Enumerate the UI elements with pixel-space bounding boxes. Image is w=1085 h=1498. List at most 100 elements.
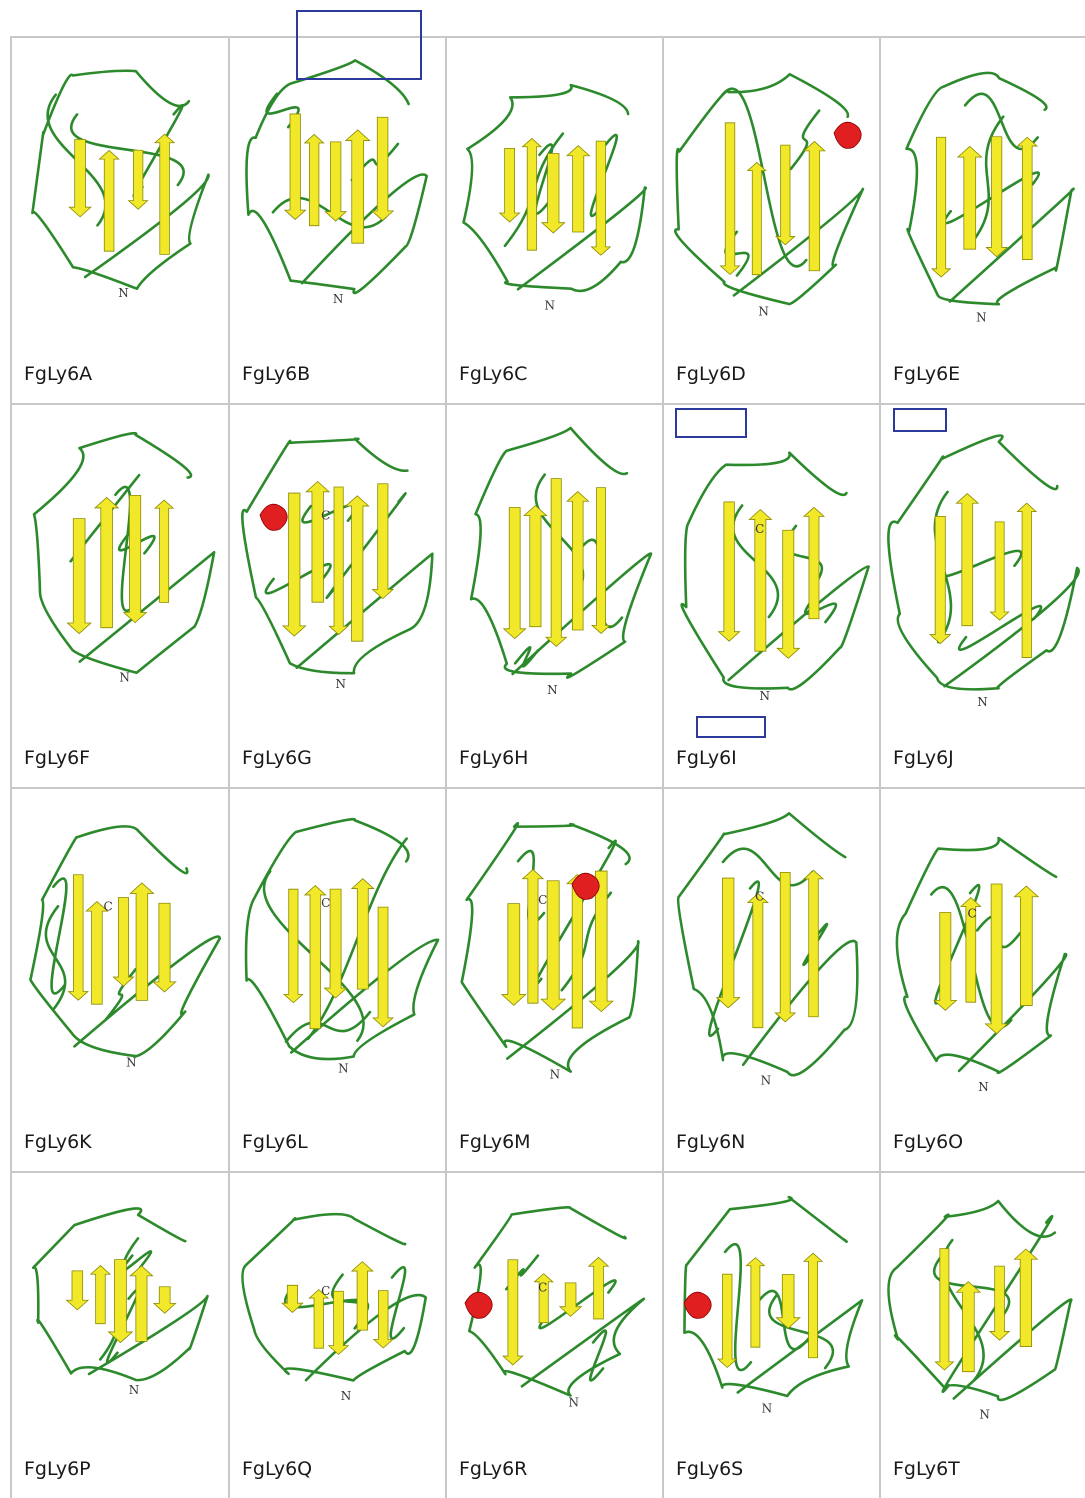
structure-panel: N FgLy6C [445, 36, 662, 403]
structure-panel: NCFgLy6N [662, 787, 879, 1171]
n-terminus-label: N [544, 298, 555, 312]
panel-label: FgLy6A [24, 363, 92, 385]
beta-strand [589, 1257, 609, 1319]
panel-label: FgLy6F [24, 747, 90, 769]
structure-panel: N FgLy6H [445, 403, 662, 787]
c-terminus-label: C [321, 509, 330, 523]
coil-loop [246, 819, 438, 1059]
n-terminus-label: N [762, 1401, 773, 1415]
beta-strand [129, 150, 148, 209]
panel-label: FgLy6L [242, 1131, 308, 1153]
panel-label: FgLy6C [459, 363, 527, 385]
coil-loop [897, 838, 1066, 1073]
n-terminus-label: N [118, 286, 129, 300]
beta-strand [748, 162, 766, 274]
beta-strand [325, 142, 346, 221]
panel-label: FgLy6I [676, 747, 737, 769]
coil-loop [937, 551, 1021, 577]
n-terminus-label: N [341, 1389, 352, 1403]
panel-label: FgLy6M [459, 1131, 531, 1153]
coil-loop [678, 813, 857, 1075]
panel-label: FgLy6N [676, 1131, 745, 1153]
coil-loop [286, 1012, 370, 1042]
structure-panel: N FgLy6A [10, 36, 228, 403]
beta-strand [69, 875, 88, 1000]
n-terminus-label: N [547, 683, 558, 697]
beta-strand [592, 488, 610, 634]
structure-grid: NFgLy6ANFgLy6BNFgLy6CNFgLy6DNFgLy6ENFgLy… [10, 36, 1085, 1498]
beta-strand [986, 884, 1008, 1034]
coil-loop [391, 1267, 405, 1338]
n-terminus-label: N [338, 1061, 349, 1075]
beta-strand [99, 150, 118, 251]
protein-cartoon: N [12, 405, 230, 749]
beta-strand [373, 907, 393, 1027]
beta-strand [502, 904, 526, 1006]
beta-strand [113, 898, 133, 987]
beta-strand [500, 148, 520, 222]
beta-strand [560, 1283, 582, 1317]
n-terminus-label: N [979, 1408, 990, 1422]
beta-strand [746, 1258, 764, 1348]
alpha-helix [465, 1292, 492, 1318]
beta-strand [523, 870, 543, 1004]
beta-strand [67, 519, 90, 634]
beta-strand [719, 502, 740, 641]
beta-strand [329, 487, 347, 635]
c-terminus-label: C [321, 1284, 330, 1298]
n-terminus-label: N [977, 695, 988, 709]
protein-cartoon: N [447, 405, 664, 749]
beta-strand [124, 495, 147, 622]
coil-loop [769, 1295, 833, 1368]
beta-strand [524, 505, 547, 626]
n-terminus-label: N [761, 1074, 772, 1088]
highlight-box-j-top [893, 408, 947, 432]
beta-strand [776, 145, 795, 245]
panel-label: FgLy6D [676, 363, 746, 385]
c-terminus-label: C [104, 900, 113, 914]
panel-label: FgLy6J [893, 747, 954, 769]
n-terminus-label: N [568, 1395, 579, 1409]
protein-cartoon: NC [664, 405, 881, 749]
panel-label: FgLy6O [893, 1131, 963, 1153]
structure-panel: N FgLy6F [10, 403, 228, 787]
structure-panel: NCFgLy6Q [228, 1171, 445, 1498]
beta-strand [717, 878, 740, 1008]
coil-loop [469, 1207, 644, 1395]
panel-label: FgLy6R [459, 1458, 527, 1480]
beta-strand [804, 141, 825, 270]
n-terminus-label: N [978, 1080, 989, 1094]
beta-strand [154, 1287, 176, 1313]
protein-cartoon: NC [664, 789, 881, 1133]
panel-label: FgLy6H [459, 747, 528, 769]
beta-strand [718, 1274, 737, 1367]
highlight-box-i-bottom [696, 716, 766, 738]
structure-panel: N FgLy6J [879, 403, 1085, 787]
beta-strand [305, 134, 324, 225]
beta-strand [504, 508, 526, 639]
coil-loop [540, 1280, 616, 1328]
beta-strand [935, 1249, 953, 1370]
structure-panel: NFgLy6D [662, 36, 879, 403]
panel-label: FgLy6G [242, 747, 312, 769]
beta-strand [91, 1266, 110, 1324]
coil-loop [684, 1197, 862, 1396]
beta-strand [990, 1266, 1009, 1340]
beta-strand [373, 484, 394, 599]
n-terminus-label: N [119, 671, 130, 685]
highlight-box-b-top [296, 10, 422, 80]
panel-label: FgLy6E [893, 363, 960, 385]
beta-strand [542, 153, 565, 232]
coil-loop [590, 1331, 606, 1381]
beta-strand [95, 497, 118, 627]
panel-label: FgLy6P [24, 1458, 91, 1480]
beta-strand [285, 114, 306, 219]
protein-cartoon: N [664, 38, 881, 365]
structure-panel: NCFgLy6L [228, 787, 445, 1171]
n-terminus-label: N [336, 677, 347, 691]
beta-strand [1017, 137, 1037, 259]
beta-strand [306, 481, 329, 602]
beta-strand [109, 1260, 133, 1343]
n-terminus-label: N [126, 1055, 136, 1069]
beta-strand [352, 1262, 373, 1331]
